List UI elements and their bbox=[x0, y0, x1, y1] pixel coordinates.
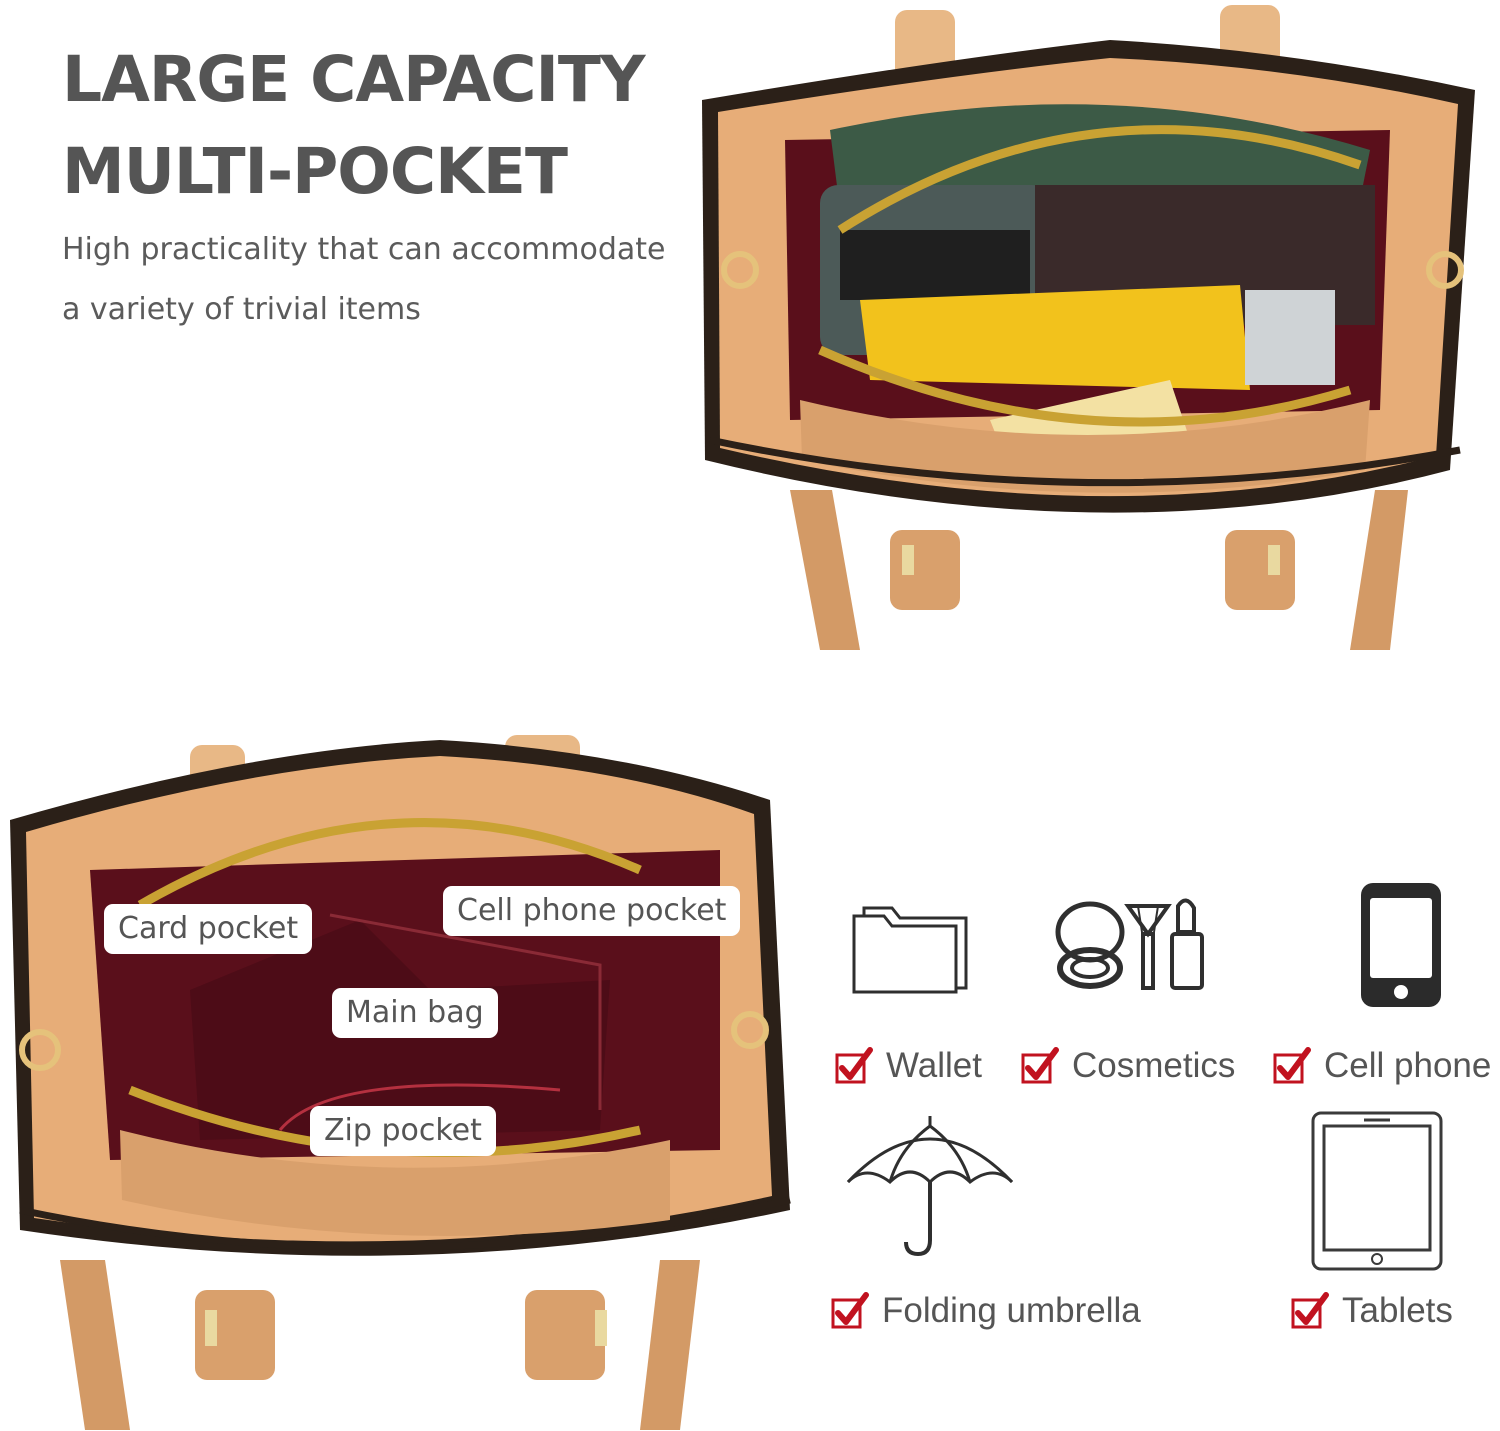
headline-line-2: MULTI-POCKET bbox=[62, 135, 568, 208]
bag-photo-bottom bbox=[0, 730, 810, 1430]
check-icon bbox=[1273, 1047, 1311, 1084]
card-pocket-label: Card pocket bbox=[104, 904, 313, 954]
headline-line-1: LARGE CAPACITY bbox=[62, 43, 646, 116]
check-icon bbox=[1291, 1292, 1329, 1329]
bag-photo-top bbox=[690, 0, 1490, 650]
zip-pocket-label: Zip pocket bbox=[310, 1106, 496, 1156]
umbrella-icon bbox=[844, 1114, 1016, 1258]
item-folding-umbrella: Folding umbrella bbox=[830, 1289, 1141, 1333]
item-label: Wallet bbox=[886, 1046, 982, 1085]
item-cosmetics: Cosmetics bbox=[1020, 1044, 1235, 1088]
subline: High practicality that can accommodate a… bbox=[62, 220, 702, 340]
check-icon bbox=[835, 1047, 873, 1084]
tablet-icon bbox=[1310, 1110, 1444, 1272]
subline-line-2: a variety of trivial items bbox=[62, 292, 421, 327]
item-label: Cell phone bbox=[1324, 1046, 1492, 1085]
item-label: Cosmetics bbox=[1072, 1046, 1236, 1085]
item-cell-phone: Cell phone bbox=[1272, 1044, 1491, 1088]
item-wallet: Wallet bbox=[834, 1044, 982, 1088]
item-tablets: Tablets bbox=[1290, 1289, 1453, 1333]
folder-icon bbox=[846, 898, 976, 998]
check-icon bbox=[1021, 1047, 1059, 1084]
subline-line-1: High practicality that can accommodate bbox=[62, 232, 666, 267]
item-label: Folding umbrella bbox=[882, 1291, 1141, 1330]
item-label: Tablets bbox=[1342, 1291, 1453, 1330]
cell-phone-icon bbox=[1358, 880, 1444, 1010]
headline: LARGE CAPACITY MULTI-POCKET bbox=[62, 34, 646, 218]
main-bag-label: Main bag bbox=[332, 988, 498, 1038]
cosmetics-icon bbox=[1052, 892, 1212, 994]
check-icon bbox=[831, 1292, 869, 1329]
cell-phone-pocket-label: Cell phone pocket bbox=[443, 886, 741, 936]
